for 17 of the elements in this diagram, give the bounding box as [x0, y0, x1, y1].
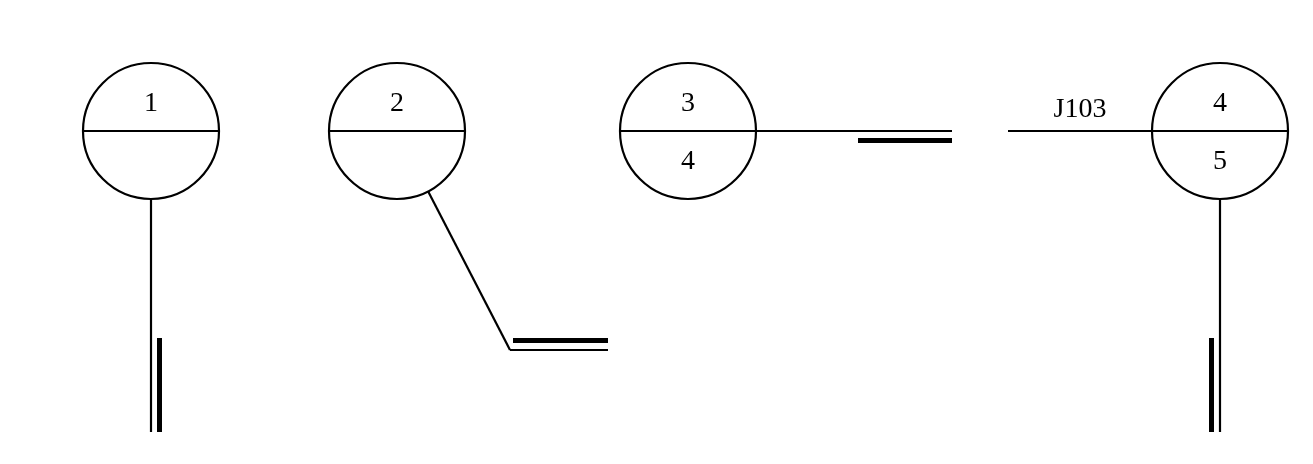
- detail-number: 1: [144, 87, 158, 117]
- detail-number: 2: [390, 87, 404, 117]
- leader-line: [149, 199, 153, 338]
- section-mark: [856, 127, 954, 145]
- leader-line: [427, 190, 511, 351]
- leader-line: [756, 129, 856, 133]
- leader-line: [1008, 129, 1152, 133]
- index-circle: [82, 62, 220, 200]
- detail-number: 4: [1213, 87, 1227, 117]
- sheet-number: 4: [681, 145, 695, 175]
- detail-number: 3: [681, 87, 695, 117]
- section-mark: [510, 336, 610, 353]
- leader-line: [1218, 199, 1222, 338]
- index-circle: [328, 62, 466, 200]
- index-circle: [619, 62, 757, 200]
- index-circle: [1151, 62, 1289, 200]
- sheet-number: 5: [1213, 145, 1227, 175]
